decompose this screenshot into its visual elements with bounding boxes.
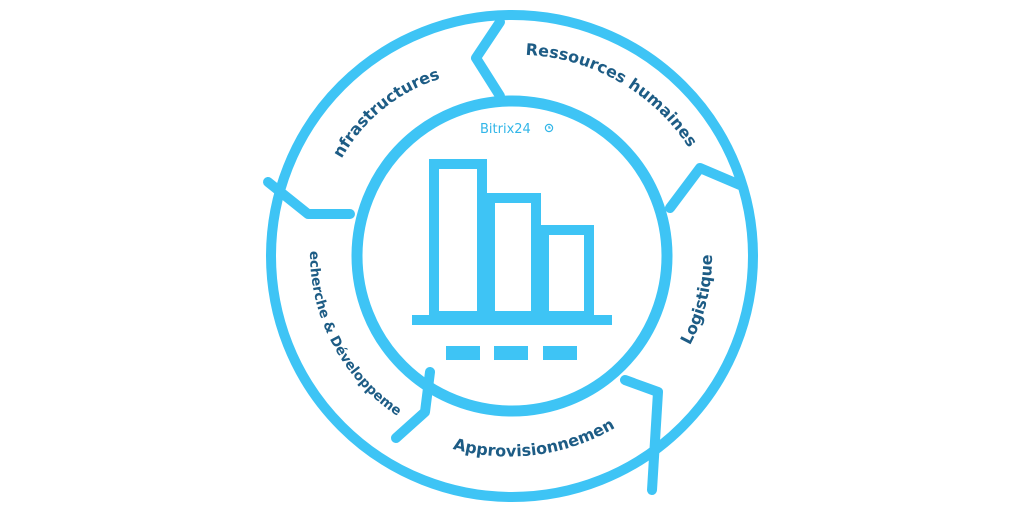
segment-separators — [263, 17, 745, 495]
icon-dashes — [446, 346, 577, 360]
separator-bottom-right — [620, 375, 663, 495]
separator-top — [471, 17, 505, 101]
segment-label-logistique: Logistique — [676, 254, 716, 347]
dash-2 — [494, 346, 528, 360]
dash-1 — [446, 346, 480, 360]
separator-bottom-left — [391, 367, 435, 443]
bar-chart-icon — [412, 159, 612, 325]
separator-left — [263, 177, 355, 219]
separator-right — [665, 163, 745, 213]
dash-3 — [543, 346, 577, 360]
outer-ring — [266, 10, 758, 502]
bitrix24-logo: Bitrix24 — [480, 122, 554, 137]
segment-label-infrastructures: Infrastructures — [0, 0, 442, 161]
inner-ring — [351, 95, 673, 417]
clock-icon — [544, 123, 554, 133]
logo-text: Bitrix24 — [480, 122, 531, 137]
